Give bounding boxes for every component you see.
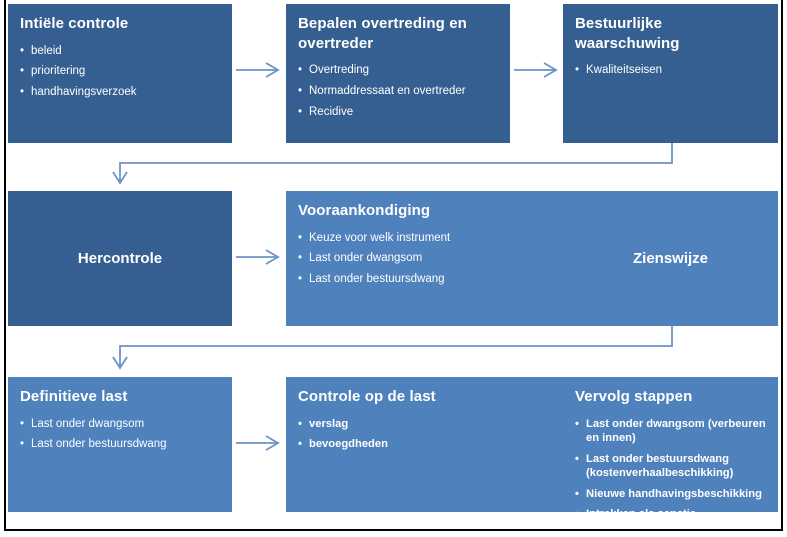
box-title: Vervolg stappen (575, 388, 693, 405)
bullet-item: • Keuze voor welk instrument (298, 231, 548, 246)
bullet-marker: • (20, 65, 25, 78)
bullet-marker: • (575, 64, 580, 76)
bullet-item: • handhavingsverzoek (20, 85, 222, 100)
bullet-marker: • (20, 417, 25, 430)
bullet-item: • beleid (20, 44, 222, 59)
bullet-text: Last onder bestuursdwang (309, 273, 445, 286)
bullet-list: • Kwaliteitseisen (575, 63, 768, 78)
bullet-text: verslag (309, 417, 349, 430)
arrow-right-icon (514, 62, 558, 78)
bullet-marker: • (20, 86, 25, 99)
bullet-list: • Keuze voor welk instrument • Last onder … (298, 231, 548, 288)
bullet-marker: • (298, 438, 302, 451)
bullet-list: • beleid • prioritering • handhavingsverzoe… (20, 44, 222, 101)
bullet-marker: • (298, 252, 303, 265)
box-title: Bestuurlijke waarschuwing (575, 15, 680, 52)
bullet-marker: • (298, 64, 303, 76)
bullet-item: • Last onder bestuursdwang (298, 272, 548, 287)
zienswijze-label: Zienswijze (632, 250, 709, 267)
bullet-text: Last onder dwangsom (verbeuren en innen) (586, 417, 766, 445)
bullet-item: • verslag (298, 417, 768, 432)
bullet-text: Last onder dwangsom (309, 252, 423, 265)
bullet-text: Last onder bestuursdwang (31, 438, 167, 451)
box-bepalen-overtreding: Bepalen overtreding en overtreder • Overt… (286, 4, 510, 143)
bullet-item: • Last onder bestuursdwang (20, 437, 222, 452)
box-title: Controle op de last (298, 388, 436, 405)
bullet-marker: • (298, 231, 303, 244)
box-initiele-controle: Intiële controle • beleid • prioritering •… (8, 4, 232, 143)
bullet-marker: • (575, 487, 579, 500)
bullet-item: • prioritering (20, 64, 222, 79)
arrow-right-icon (236, 435, 280, 451)
bullet-item: • Kwaliteitseisen (575, 63, 768, 78)
box-title: Bepalen overtreding en overtreder (298, 15, 467, 52)
bullet-item: • Last onder dwangsom (298, 251, 548, 266)
bullet-item: • Nieuwe handhavingsbeschikking (575, 487, 772, 502)
bullet-item: • Overtreding (298, 63, 500, 78)
bullet-text: handhavingsverzoek (31, 86, 137, 99)
bullet-item: • Normaddressaat en overtreder (298, 84, 500, 99)
bullet-text: Keuze voor welk instrument (309, 231, 451, 244)
bullet-item: • Last onder bestuursdwang (kostenverhaal… (575, 452, 772, 481)
bullet-list: • verslag • bevoegdheden (298, 417, 768, 452)
arrow-right-icon (236, 249, 280, 265)
zienswijze-label-area: Zienswijze (563, 191, 778, 326)
frame-bottom-border (4, 529, 783, 531)
bullet-text: Nieuwe handhavingsbeschikking (586, 487, 762, 500)
bullet-list: • Last onder dwangsom (verbeuren en innen… (575, 417, 772, 522)
bullet-item: • Recidive (298, 105, 500, 120)
elbow-connector-down-icon (112, 143, 673, 185)
bullet-item: • bevoegdheden (298, 437, 768, 452)
bullet-text: Normaddressaat en overtreder (309, 84, 466, 97)
bullet-list: • Last onder dwangsom • Last onder bestuur… (20, 417, 222, 453)
bullet-text: bevoegdheden (309, 438, 388, 451)
bullet-list: • Overtreding • Normaddressaat en overtred… (298, 63, 500, 120)
bullet-item: • Last onder dwangsom (20, 417, 222, 432)
bullet-marker: • (575, 452, 579, 465)
bullet-marker: • (298, 273, 303, 286)
bullet-marker: • (298, 417, 302, 430)
box-hercontrole: Hercontrole (8, 191, 232, 326)
bullet-item: • Last onder dwangsom (verbeuren en innen… (575, 417, 772, 446)
arrow-right-icon (236, 62, 280, 78)
bullet-marker: • (20, 438, 25, 451)
box-bestuurlijke-waarschuwing: Bestuurlijke waarschuwing • Kwaliteitseis… (563, 4, 778, 143)
bullet-marker: • (298, 84, 303, 97)
box-controle-vervolg: Controle op de last • verslag • bevoegdhed… (286, 377, 778, 520)
box-title: Vooraankondiging (298, 202, 431, 219)
bullet-text: Kwaliteitseisen (586, 64, 663, 76)
bullet-marker: • (20, 44, 25, 57)
bullet-text: Intrekken als sanctie (586, 508, 697, 521)
bullet-text: Overtreding (309, 64, 370, 76)
box-vooraankondiging: Vooraankondiging • Keuze voor welk instru… (286, 191, 778, 326)
frame-right-border (781, 0, 783, 531)
box-definitieve-last: Definitieve last • Last onder dwangsom • L… (8, 377, 232, 512)
bullet-text: Last onder bestuursdwang (kostenverhaalb… (586, 452, 734, 480)
vervolg-stappen-column: Vervolg stappen • Last onder dwangsom (ve… (563, 377, 778, 520)
bullet-item: • Intrekken als sanctie (575, 507, 772, 522)
bullet-marker: • (298, 105, 303, 118)
bullet-text: beleid (31, 44, 62, 57)
bullet-text: Last onder dwangsom (31, 417, 145, 430)
bullet-text: Recidive (309, 105, 354, 118)
box-title: Hercontrole (77, 250, 163, 267)
bullet-marker: • (575, 417, 579, 430)
box-title: Intiële controle (20, 15, 129, 32)
box-title: Definitieve last (20, 388, 128, 405)
elbow-connector-down-icon (112, 326, 673, 370)
frame-left-border (4, 0, 6, 531)
bullet-text: prioritering (31, 65, 86, 78)
bullet-marker: • (575, 508, 579, 521)
